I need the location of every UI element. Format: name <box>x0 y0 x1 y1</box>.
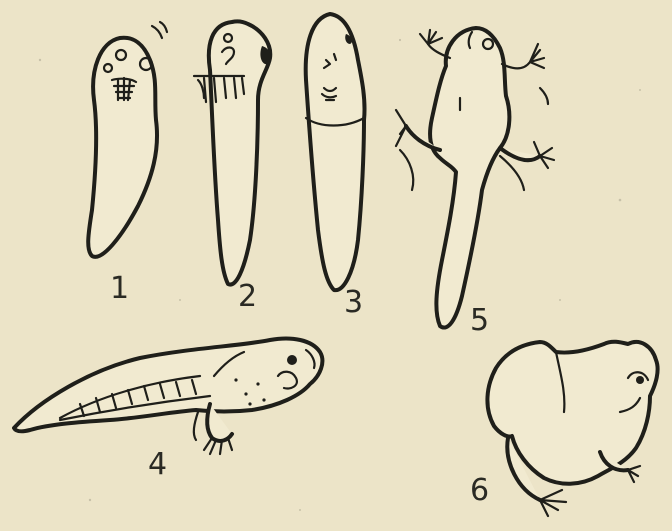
young-frog-stage-6 <box>487 342 657 516</box>
label-stage-2: 2 <box>238 279 257 314</box>
froglet-stage-5 <box>396 28 554 328</box>
tadpole-stage-2 <box>194 21 271 284</box>
tadpole-stage-1 <box>88 22 167 257</box>
label-stage-4: 4 <box>148 447 167 482</box>
label-stage-3: 3 <box>344 285 363 320</box>
tadpole-stage-3 <box>306 14 365 290</box>
label-stage-5: 5 <box>470 303 489 338</box>
label-stage-6: 6 <box>470 473 489 508</box>
tadpole-stage-4 <box>14 339 322 455</box>
label-stage-1: 1 <box>110 271 129 306</box>
